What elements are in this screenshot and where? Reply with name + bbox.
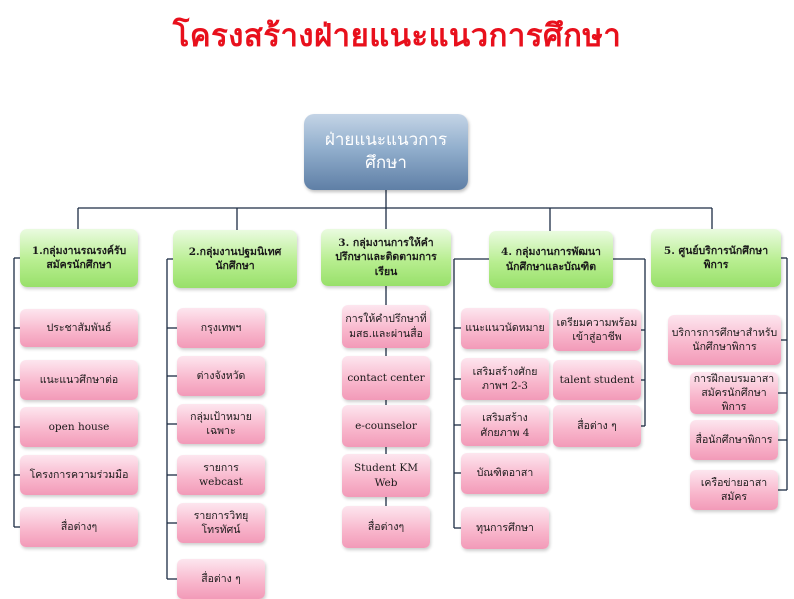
group-3-item-1: การให้คำปรึกษาที่ มสธ.และผ่านสื่อ bbox=[342, 305, 430, 348]
group-2-item-2: ต่างจังหวัด bbox=[177, 356, 265, 396]
group-2-item-6: สื่อต่าง ๆ bbox=[177, 559, 265, 599]
chart-title: โครงสร้างฝ่ายแนะแนวการศึกษา bbox=[172, 18, 622, 54]
group-5-item-1: บริการการศึกษาสำหรับนักศึกษาพิการ bbox=[668, 315, 781, 365]
group-2-item-3: กลุ่มเป้าหมายเฉพาะ bbox=[177, 404, 265, 444]
group-4-item-left-4: บัณฑิตอาสา bbox=[461, 453, 549, 494]
group-4-item-left-5: ทุนการศึกษา bbox=[461, 507, 549, 549]
group-2-item-4: รายการ webcast bbox=[177, 455, 265, 495]
group-1-item-5: สื่อต่างๆ bbox=[20, 507, 138, 547]
group-3-item-5: สื่อต่างๆ bbox=[342, 506, 430, 548]
group-4-item-left-1: แนะแนวนัดหมาย bbox=[461, 308, 549, 349]
group-3-item-2: contact center bbox=[342, 356, 430, 400]
group-3-counseling: 3. กลุ่มงานการให้คำปรึกษาและติดตามการเรี… bbox=[321, 229, 451, 286]
group-1-recruitment: 1.กลุ่มงานรณรงค์รับสมัครนักศึกษา bbox=[20, 229, 138, 287]
group-4-item-right-3: สื่อต่าง ๆ bbox=[553, 405, 641, 447]
group-1-item-1: ประชาสัมพันธ์ bbox=[20, 309, 138, 347]
group-5-item-3: สื่อนักศึกษาพิการ bbox=[690, 420, 778, 460]
group-5-item-2: การฝึกอบรมอาสาสมัครนักศึกษาพิการ bbox=[690, 372, 778, 414]
group-4-item-left-2: เสริมสร้างศักยภาพฯ 2-3 bbox=[461, 358, 549, 400]
group-1-item-2: แนะแนวศึกษาต่อ bbox=[20, 360, 138, 400]
group-4-item-right-2: talent student bbox=[553, 360, 641, 400]
group-4-item-right-1: เตรียมความพร้อมเข้าสู่อาชีพ bbox=[553, 309, 641, 351]
group-5-item-4: เครือข่ายอาสาสมัคร bbox=[690, 470, 778, 510]
group-2-item-1: กรุงเทพฯ bbox=[177, 308, 265, 348]
group-2-orientation: 2.กลุ่มงานปฐมนิเทศนักศึกษา bbox=[173, 230, 297, 288]
group-1-item-3: open house bbox=[20, 407, 138, 447]
group-1-item-4: โครงการความร่วมมือ bbox=[20, 455, 138, 495]
group-4-item-left-3: เสริมสร้างศักยภาพ 4 bbox=[461, 405, 549, 446]
root-node: ฝ่ายแนะแนวการศึกษา bbox=[304, 114, 468, 190]
group-4-development: 4. กลุ่มงานการพัฒนานักศึกษาและบัณฑิต bbox=[489, 231, 613, 288]
group-3-item-3: e-counselor bbox=[342, 405, 430, 447]
group-3-item-4: Student KM Web bbox=[342, 454, 430, 497]
group-5-disabled-services: 5. ศูนย์บริการนักศึกษาพิการ bbox=[651, 229, 781, 287]
group-2-item-5: รายการวิทยุ โทรทัศน์ bbox=[177, 503, 265, 543]
